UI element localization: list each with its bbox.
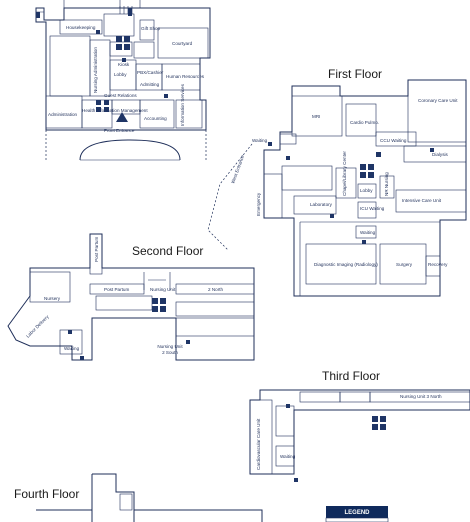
label-chapel: Chapel/Library Center — [342, 151, 347, 196]
first-floor-title: First Floor — [328, 67, 382, 81]
label-mri: MRI — [312, 114, 320, 119]
label-recovery: Recovery — [428, 262, 448, 267]
second-floor-title: Second Floor — [132, 244, 203, 258]
label-nursing-unit-2: Nursing Unit — [150, 287, 176, 292]
label-administration: Administration — [48, 112, 78, 117]
third-floor-plan: Third Floor Cardiovascular Care Unit Nur… — [249, 369, 470, 482]
legend: LEGEND — [325, 506, 389, 522]
label-lobby-1: Lobby — [360, 188, 373, 193]
ground-floor-plan: Housekeeping Courtyard Gift Shop Kiosk L… — [35, 0, 211, 162]
label-lobby: Lobby — [114, 72, 127, 77]
label-waiting-1: Waiting — [252, 138, 268, 143]
label-cardio: Cardio Pulmo. — [350, 120, 379, 125]
label-waiting-2: Waiting — [360, 230, 376, 235]
fourth-floor-title: Fourth Floor — [14, 487, 79, 501]
label-icu-waiting: ICU Waiting — [360, 206, 385, 211]
label-human-resources: Human Resources — [166, 74, 205, 79]
label-cardio-care: Cardiovascular Care Unit — [256, 418, 261, 470]
label-emergency: Emergency — [256, 192, 261, 216]
label-housekeeping: Housekeeping — [66, 25, 96, 30]
label-nursery: Nursery — [44, 296, 61, 301]
fourth-floor-plan: Fourth Floor — [14, 473, 263, 522]
label-nursing-x: NR Nursing — [384, 172, 389, 196]
label-diag: Diagnostic Imaging (Radiology) — [314, 262, 378, 267]
label-2-north: 2 North — [208, 287, 224, 292]
label-gift-shop: Gift Shop — [141, 26, 161, 31]
label-waiting-3f: Waiting — [280, 454, 296, 459]
label-pbx-cashier: PBX/Cashier — [137, 70, 164, 75]
you-are-here-icon — [116, 112, 128, 122]
label-kiosk: Kiosk — [118, 62, 130, 67]
third-floor-title: Third Floor — [322, 369, 380, 383]
label-courtyard: Courtyard — [172, 41, 193, 46]
label-accounting: Accounting — [144, 116, 167, 121]
label-admitting: Admitting — [140, 82, 160, 87]
label-front-entrance: Front Entrance — [104, 128, 135, 133]
label-west-entrance: West Entrance — [230, 154, 245, 184]
label-icu: Intensive Care Unit — [402, 198, 442, 203]
label-post-partum-v: Post Partum — [94, 237, 99, 262]
label-coronary: Coronary Care Unit — [418, 98, 458, 103]
label-nu-2south-b: 2 South — [162, 350, 178, 355]
label-nu-2south-a: Nursing Unit — [157, 344, 183, 349]
label-dialysis: Dialysis — [432, 152, 449, 157]
label-post-partum: Post Partum — [104, 287, 129, 292]
legend-title: LEGEND — [344, 510, 370, 516]
label-nursing-admin: Nursing Administration — [93, 47, 98, 93]
label-labor-delivery: Labor Delivery — [25, 314, 50, 339]
label-nu-3north: Nursing Unit 3 North — [400, 394, 442, 399]
label-surgery: Surgery — [396, 262, 413, 267]
first-floor-plan: First Floor MRI Cardio Pulmo. Co — [207, 67, 467, 297]
label-ccu-waiting: CCU Waiting — [380, 138, 407, 143]
label-him: Health Information Management — [82, 108, 148, 113]
second-floor-plan: Second Floor Post Partum Nursery Post Pa… — [7, 233, 255, 361]
label-laboratory: Laboratory — [310, 202, 333, 207]
label-info-services: Information Services — [180, 83, 185, 126]
label-waiting-2f: Waiting — [64, 346, 80, 351]
label-guest-relations: Guest Relations — [104, 93, 137, 98]
